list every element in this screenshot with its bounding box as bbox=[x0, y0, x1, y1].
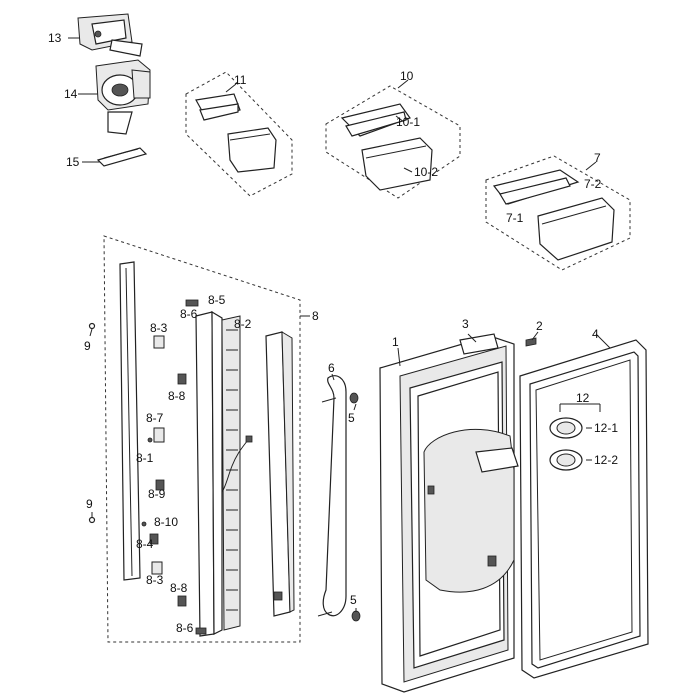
part-13-dispenser-cover bbox=[77, 13, 143, 57]
part-2-clip bbox=[525, 337, 537, 347]
label-8-5: 8-5 bbox=[208, 293, 226, 307]
label-15: 15 bbox=[66, 155, 80, 169]
part-10-group-outline bbox=[325, 85, 461, 199]
label-4: 4 bbox=[592, 327, 599, 341]
label-5-bottom: 5 bbox=[350, 593, 357, 607]
part-7-group-outline bbox=[485, 155, 631, 271]
label-11: 11 bbox=[234, 73, 247, 87]
label-8-1: 8-1 bbox=[136, 451, 154, 465]
label-2: 2 bbox=[536, 319, 543, 333]
label-9-top: 9 bbox=[84, 339, 91, 353]
part-9-screws bbox=[88, 322, 96, 524]
label-8-3-top: 8-3 bbox=[150, 321, 168, 335]
label-10-1: 10-1 bbox=[396, 115, 420, 129]
part-8-group-outline bbox=[103, 235, 301, 643]
label-3: 3 bbox=[462, 317, 469, 331]
part-6-door-handle bbox=[317, 375, 347, 617]
label-8-8-bottom: 8-8 bbox=[170, 581, 188, 595]
label-8-6-top: 8-6 bbox=[180, 307, 198, 321]
label-7: 7 bbox=[594, 151, 601, 165]
part-10-bins bbox=[340, 103, 433, 191]
part-7-bins bbox=[492, 169, 615, 261]
label-8-6-bottom: 8-6 bbox=[176, 621, 194, 635]
part-15-handle-bar bbox=[96, 147, 148, 167]
part-14-dispenser-housing bbox=[95, 59, 151, 135]
part-8-trim-pieces bbox=[119, 261, 295, 637]
label-14: 14 bbox=[64, 87, 78, 101]
label-13: 13 bbox=[48, 31, 62, 45]
label-8: 8 bbox=[312, 309, 319, 323]
label-6: 6 bbox=[328, 361, 335, 375]
label-7-1: 7-1 bbox=[506, 211, 524, 225]
label-8-8-top: 8-8 bbox=[168, 389, 186, 403]
label-1: 1 bbox=[392, 335, 399, 349]
part-11-group-outline bbox=[185, 71, 293, 197]
leader-lines bbox=[225, 79, 611, 612]
label-12-1: 12-1 bbox=[594, 421, 618, 435]
label-10-2: 10-2 bbox=[414, 165, 438, 179]
label-8-7: 8-7 bbox=[146, 411, 164, 425]
part-1-door bbox=[379, 333, 519, 693]
label-8-4: 8-4 bbox=[136, 537, 154, 551]
label-8-9: 8-9 bbox=[148, 487, 166, 501]
label-8-3-bottom: 8-3 bbox=[146, 573, 164, 587]
label-9-bottom: 9 bbox=[86, 497, 93, 511]
label-10: 10 bbox=[400, 69, 414, 83]
part-12-caps bbox=[549, 417, 583, 471]
label-8-2: 8-2 bbox=[234, 317, 252, 331]
label-5-top: 5 bbox=[348, 411, 355, 425]
label-8-10: 8-10 bbox=[154, 515, 178, 529]
part-11-bins bbox=[195, 93, 277, 173]
label-12: 12 bbox=[576, 391, 590, 405]
part-5-screws bbox=[349, 392, 361, 622]
label-12-2: 12-2 bbox=[594, 453, 618, 467]
label-7-2: 7-2 bbox=[584, 177, 602, 191]
